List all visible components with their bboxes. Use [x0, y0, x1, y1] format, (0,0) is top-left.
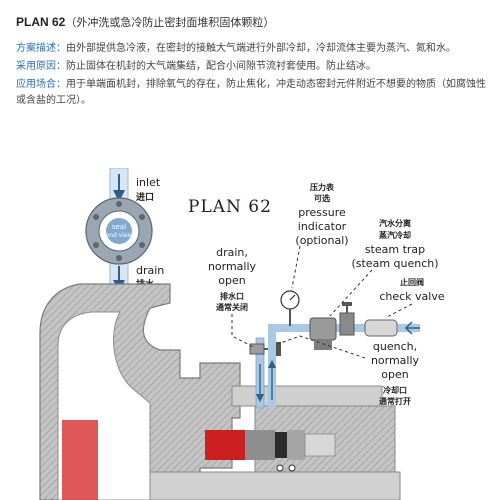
- inlet-label: inlet: [136, 176, 161, 189]
- pressure-indicator-line: indicator: [298, 220, 347, 233]
- row-label: 采用原因：: [16, 61, 66, 72]
- seal-label: seal: [112, 223, 126, 231]
- row-text: 用于单端面机封，排除氧气的存在，防止焦化，冲走动态密封元件附近不想要的物质（如腐…: [16, 79, 486, 106]
- quench-line: quench,: [373, 340, 417, 353]
- seal-red-ring: [205, 430, 245, 460]
- plan-name: PLAN 62: [16, 15, 66, 29]
- row-text: 由外部提供急冷液，在密封的接触大气端进行外部冷却，冷却流体主要为蒸汽、氮和水。: [66, 43, 456, 54]
- pressure-indicator-cn-line: 可选: [314, 193, 330, 203]
- quench-line: open: [381, 368, 408, 381]
- steam-line: [280, 290, 420, 350]
- drain-normally-open-line: drain,: [216, 246, 248, 259]
- check-valve-icon: [364, 319, 398, 337]
- row-text: 防止固体在机封的大气端集结，配合小间隙节流衬套使用。防止结冰。: [66, 61, 376, 72]
- pressure-indicator-line: pressure: [298, 206, 346, 219]
- steam-trap-icon: [309, 317, 337, 341]
- impeller: [62, 420, 98, 500]
- row-label: 方案描述：: [16, 43, 66, 54]
- steam-trap-cn-line: 汽水分离: [379, 218, 411, 228]
- row-label: 应用场合：: [16, 79, 66, 90]
- drain-normally-open-line: open: [218, 274, 245, 287]
- pressure-indicator-cn-line: 压力表: [310, 182, 335, 192]
- drain-normally-open-line: normally: [208, 260, 257, 273]
- steam-trap-cn-line: 蒸汽冷却: [379, 230, 411, 240]
- leader-pressure: [291, 245, 301, 289]
- diagram-plan-label: PLAN 62: [188, 197, 272, 217]
- end-view-label: end view: [105, 232, 132, 239]
- check-valve-en: check valve: [379, 290, 445, 303]
- plan62-diagram: seal end view inlet 进口 drain 排水 PLAN 62: [39, 168, 445, 500]
- leader-quench: [277, 335, 366, 359]
- steam-trap-line: (steam quench): [351, 257, 438, 270]
- drain-normally-open-cn-line: 通常关闭: [216, 302, 248, 312]
- inlet-label-cn: 进口: [136, 191, 154, 203]
- drain-normally-open-cn-line: 排水口: [220, 291, 244, 301]
- pump-casing: [39, 283, 401, 500]
- reason-row: 采用原因：防止固体在机封的大气端集结，配合小间隙节流衬套使用。防止结冰。: [16, 59, 486, 75]
- drain-normally-open-label: drain, normally open 排水口 通常关闭: [208, 246, 257, 312]
- valve-icon: [339, 312, 355, 336]
- plan-description: （外冲洗或急冷防止密封面堆积固体颗粒）: [65, 16, 275, 29]
- quench-port: [267, 324, 290, 408]
- pressure-indicator-label: 压力表 可选 pressure indicator (optional): [295, 182, 348, 247]
- pressure-indicator-line: (optional): [295, 234, 348, 247]
- quench-cn-line: 冷却口: [383, 385, 407, 395]
- mechanical-seal: [205, 430, 336, 472]
- quench-line: normally: [371, 354, 420, 367]
- leader-check-valve: [384, 303, 413, 319]
- seal-end-view: seal end view: [85, 197, 153, 265]
- quench-cn-line: 通常打开: [379, 396, 411, 406]
- steam-trap-line: steam trap: [365, 243, 425, 256]
- drain-label: drain: [136, 264, 164, 277]
- shaft: [149, 471, 401, 500]
- leader-steam-trap: [329, 269, 373, 317]
- description-row: 方案描述：由外部提供急冷液，在密封的接触大气端进行外部冷却，冷却流体主要为蒸汽、…: [16, 41, 486, 57]
- steam-trap-label: 汽水分离 蒸汽冷却 steam trap (steam quench): [351, 218, 438, 270]
- header: PLAN 62（外冲洗或急冷防止密封面堆积固体颗粒） 方案描述：由外部提供急冷液…: [16, 14, 486, 111]
- page-title: PLAN 62（外冲洗或急冷防止密封面堆积固体颗粒）: [16, 14, 486, 31]
- check-valve-label: 止回阀 check valve: [379, 277, 445, 303]
- seal-gland: [231, 385, 383, 407]
- leader-drain: [231, 314, 256, 349]
- quench-label: quench, normally open 冷却口 通常打开: [371, 340, 420, 406]
- application-row: 应用场合：用于单端面机封，排除氧气的存在，防止焦化，冲走动态密封元件附近不想要的…: [16, 77, 486, 109]
- callout-leaders: [231, 245, 413, 359]
- check-valve-cn: 止回阀: [400, 277, 424, 287]
